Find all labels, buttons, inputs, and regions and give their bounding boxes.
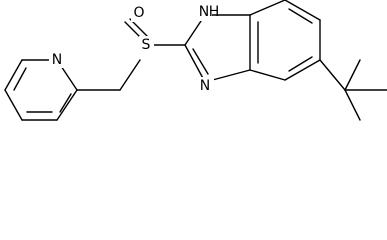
imidazole-nh-hydrogen-label: H bbox=[209, 4, 220, 20]
atom-labels: O S N H N N bbox=[49, 4, 219, 94]
pyridine-n-label: N bbox=[52, 52, 62, 68]
pyridine-ring bbox=[4, 59, 78, 121]
tert-butyl-group bbox=[319, 59, 387, 121]
oxygen-label: O bbox=[133, 5, 144, 21]
imidazole-n-label: N bbox=[200, 78, 210, 94]
sulfur-label: S bbox=[142, 37, 151, 53]
chemical-structure: O S N H N N bbox=[4, 0, 387, 121]
imidazole-nh-label: N bbox=[199, 4, 209, 20]
benzene-ring bbox=[249, 0, 321, 81]
imidazole-ring bbox=[184, 14, 251, 83]
sulfoxide-group bbox=[124, 18, 186, 46]
methylene-linker bbox=[76, 59, 141, 91]
